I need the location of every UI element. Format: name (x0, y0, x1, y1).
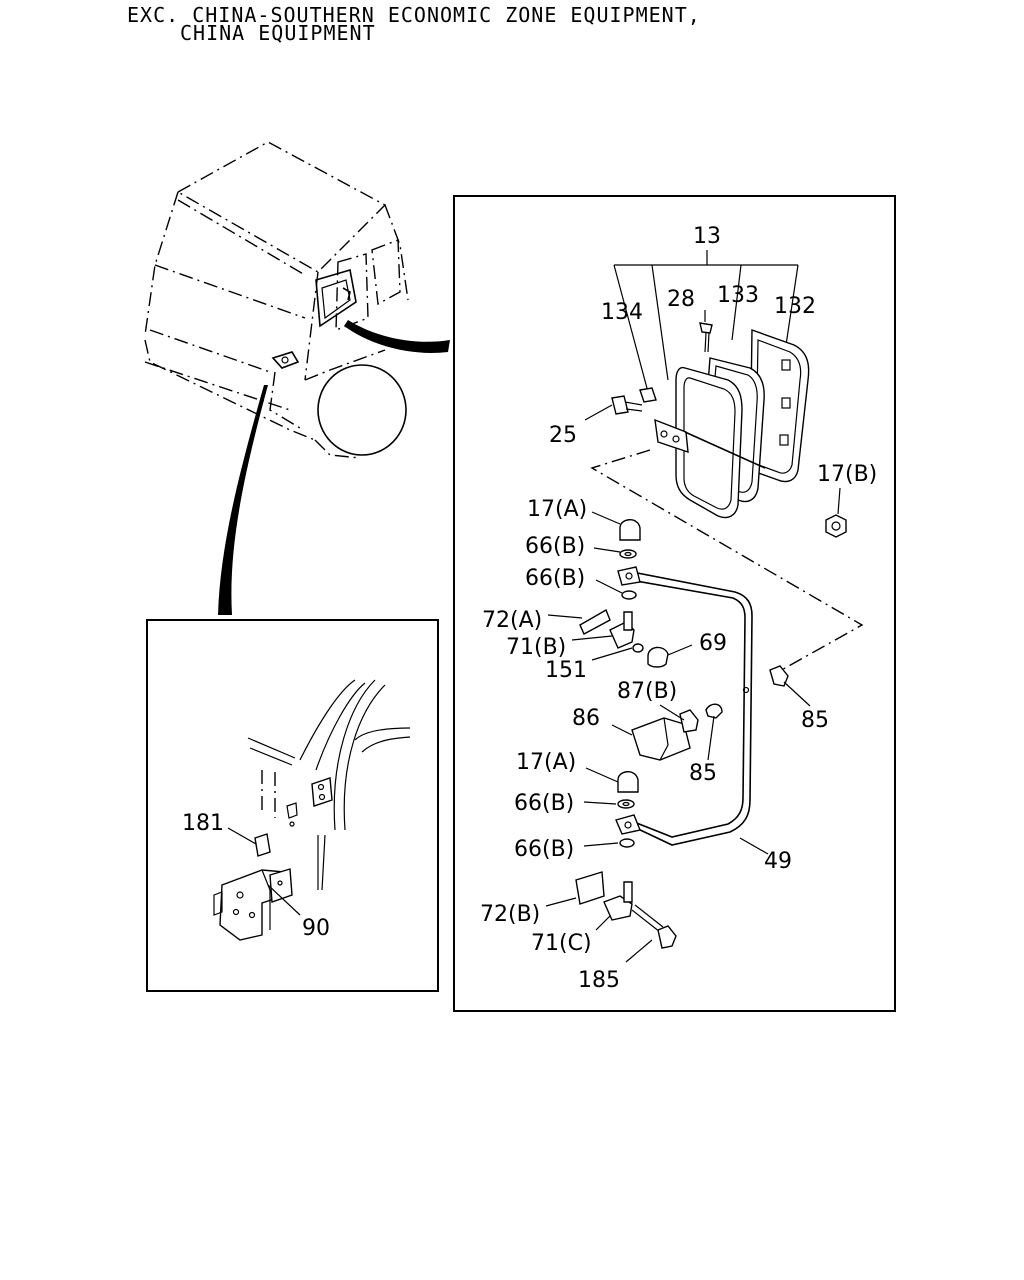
leader-wedge-mirror (344, 320, 450, 353)
callout-87b: 87(B) (617, 679, 677, 704)
callout-85-right: 85 (801, 708, 829, 733)
callout-71b: 71(B) (506, 635, 566, 660)
callout-69: 69 (699, 631, 727, 656)
callout-66b-1: 66(B) (525, 534, 585, 559)
callout-17a-low: 17(A) (516, 750, 576, 775)
lower-fixings (575, 771, 677, 949)
header-line-2: CHINA EQUIPMENT (180, 21, 376, 45)
callout-185: 185 (578, 968, 620, 993)
callout-71c: 71(C) (531, 931, 592, 956)
group-bracket-13 (613, 250, 799, 393)
mirror-stay-49 (615, 566, 753, 846)
upper-fixings (579, 519, 669, 668)
callout-134: 134 (601, 300, 643, 325)
callout-28: 28 (667, 287, 695, 312)
callout-49: 49 (764, 849, 792, 874)
callout-17b: 17(B) (817, 462, 877, 487)
callout-85-mid: 85 (689, 761, 717, 786)
callout-66b-4: 66(B) (514, 837, 574, 862)
callout-72a: 72(A) (482, 608, 542, 633)
header-line-1: EXC. CHINA-SOUTHERN ECONOMIC ZONE EQUIPM… (127, 3, 701, 27)
leader-lines (545, 310, 841, 963)
callout-181: 181 (182, 811, 224, 836)
mirror-inset-frame (453, 195, 896, 1012)
cover-parts (631, 665, 789, 761)
callout-86: 86 (572, 706, 600, 731)
callout-17a-top: 17(A) (527, 497, 587, 522)
assembly-dashline (590, 449, 864, 673)
callout-13: 13 (693, 224, 721, 249)
bracket-inset-frame (146, 619, 439, 992)
callout-66b-2: 66(B) (525, 566, 585, 591)
mirror-assembly (611, 322, 847, 538)
callout-151: 151 (545, 658, 587, 683)
callout-133: 133 (717, 283, 759, 308)
callout-72b: 72(B) (480, 902, 540, 927)
leader-wedge-bracket (218, 385, 268, 615)
callout-90: 90 (302, 916, 330, 941)
callout-132: 132 (774, 294, 816, 319)
callout-25: 25 (549, 423, 577, 448)
callout-66b-3: 66(B) (514, 791, 574, 816)
bracket-inset-art (213, 679, 411, 941)
truck-overview (144, 141, 409, 459)
